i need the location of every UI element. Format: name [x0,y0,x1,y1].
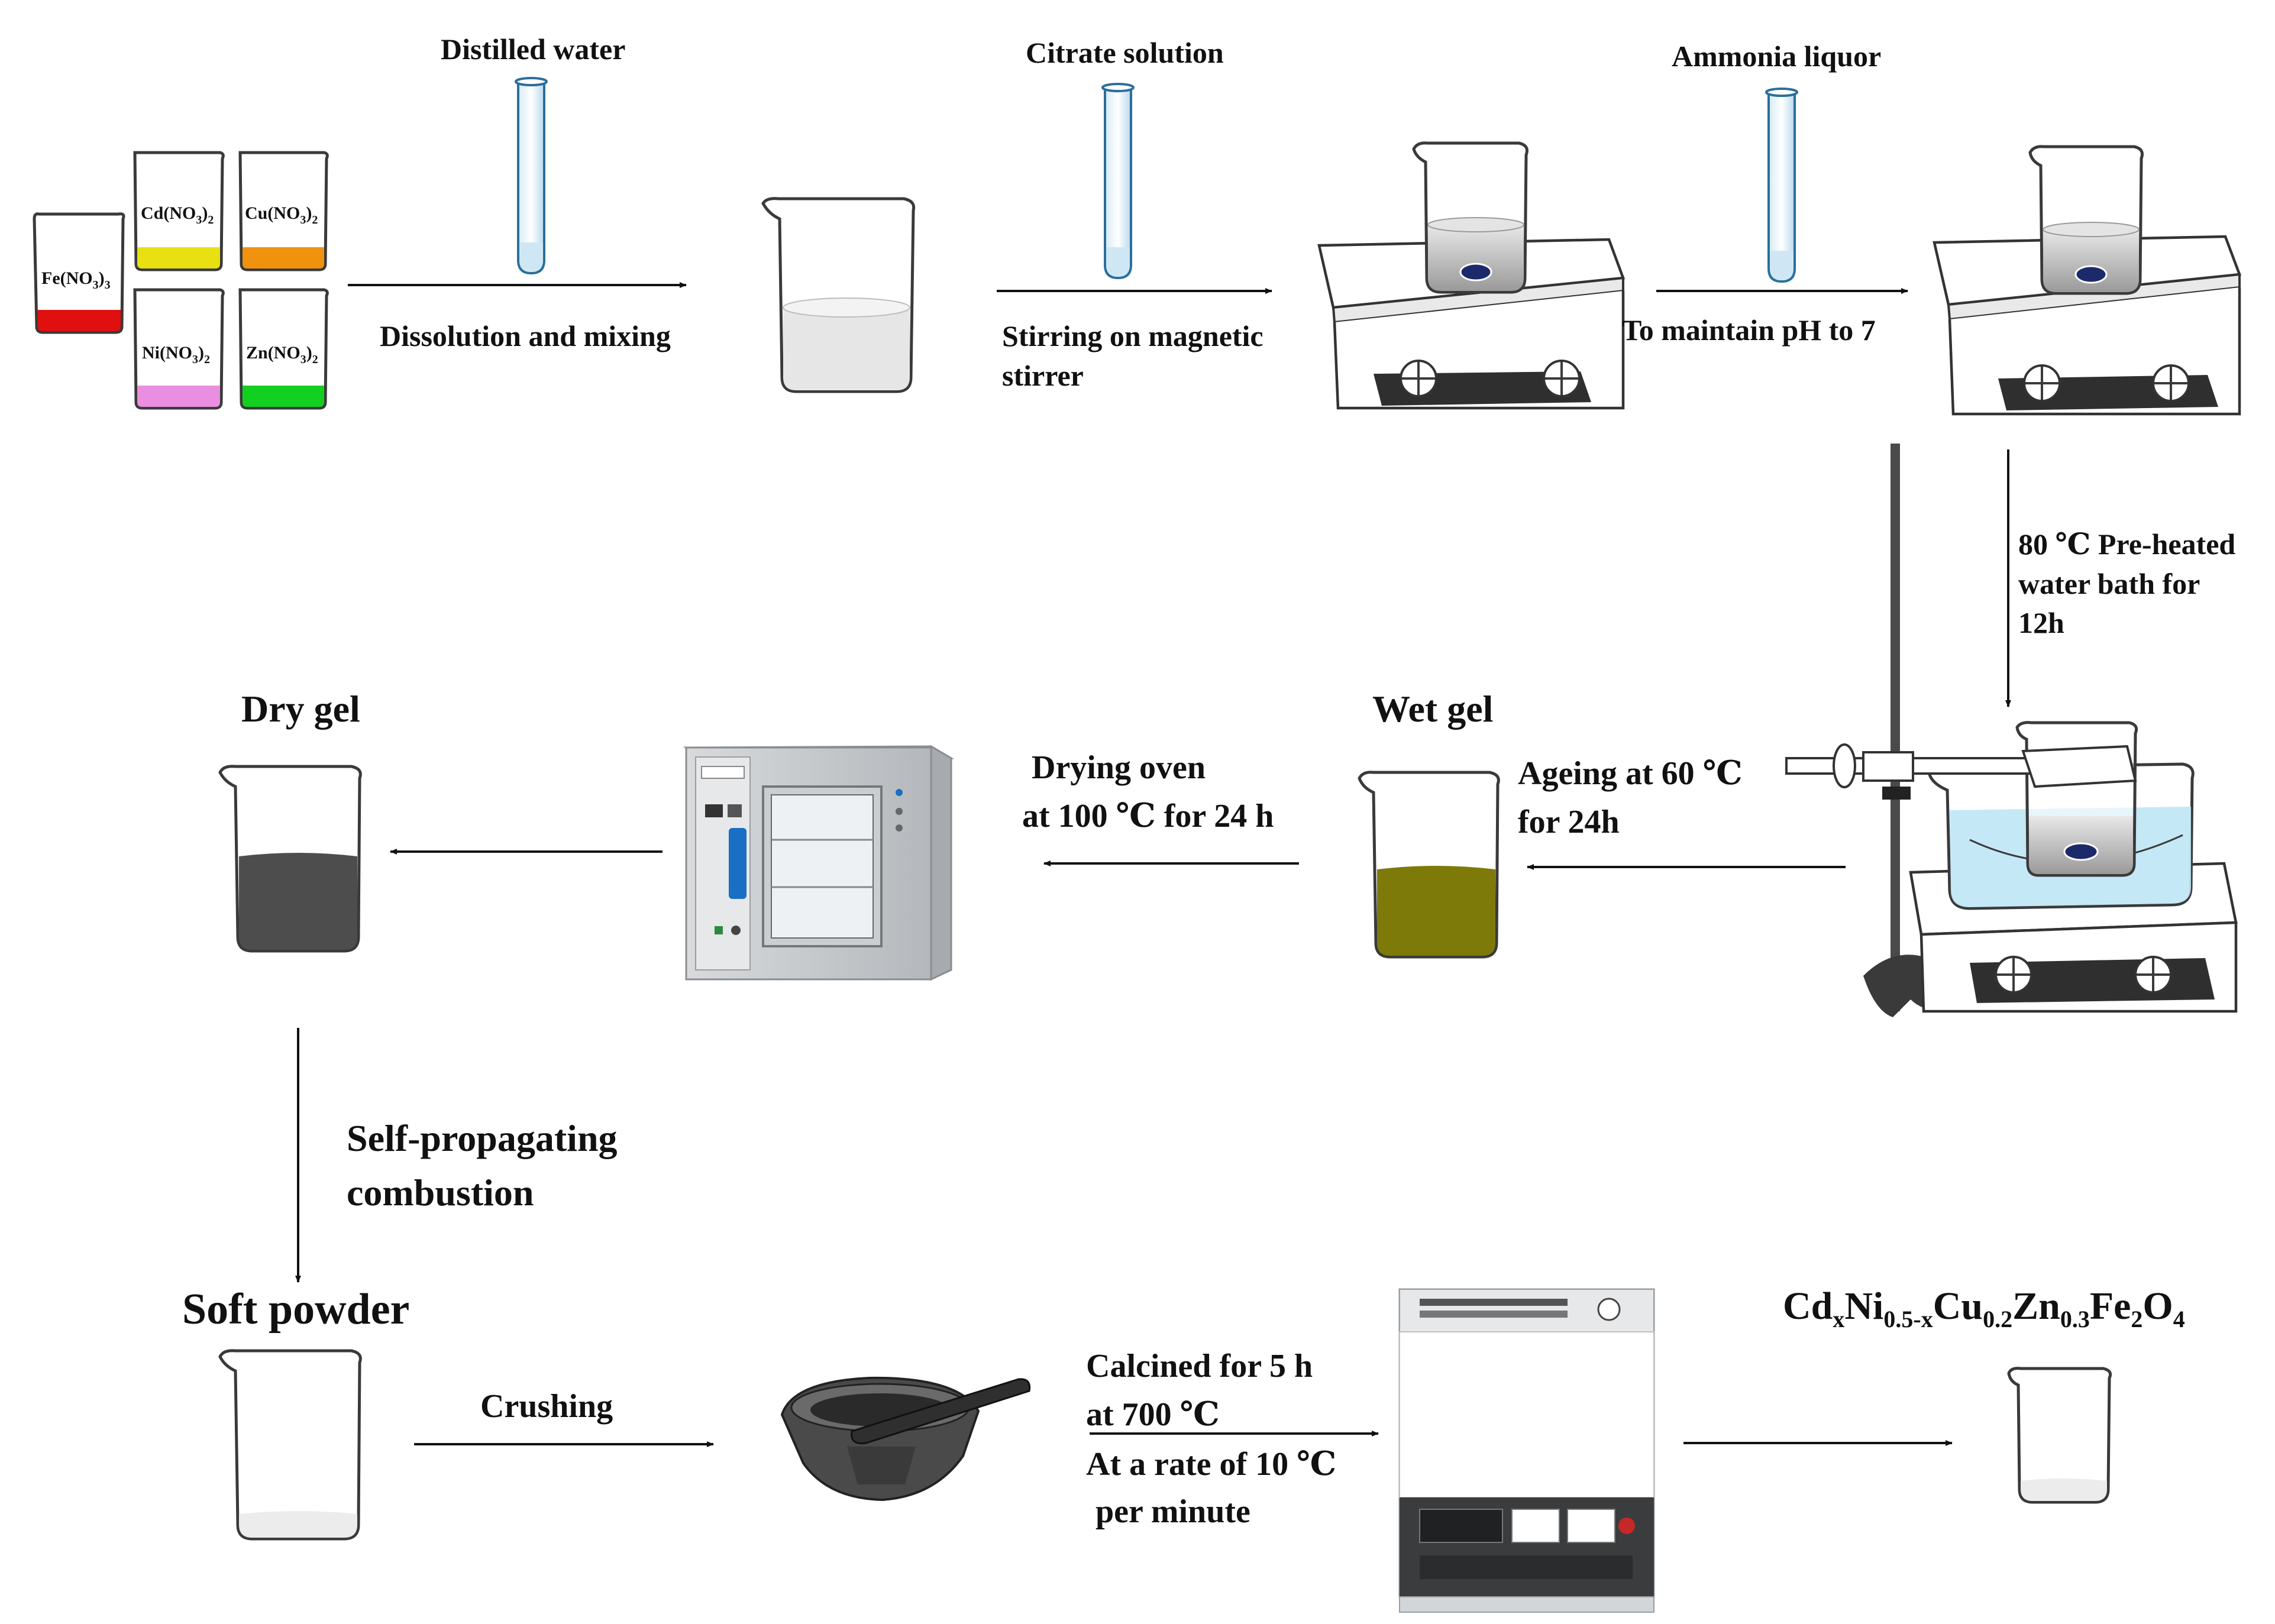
stir-bar [1459,263,1492,282]
ni-nitrate-fill [137,386,220,407]
label-combustion-line1: Self-propagating [347,1117,618,1159]
dry-gel-fill [239,853,357,950]
water-bath-apparatus [1785,444,2238,1017]
label-calcined-line1: Calcined for 5 h [1086,1348,1313,1384]
label-stirring-line1: Stirring on magnetic [1002,319,1263,352]
svg-text:Ni(NO3)2: Ni(NO3)2 [142,343,210,366]
reagent-beaker-zn: Zn(NO3)2 [238,288,329,410]
svg-text:Cd(NO3)2: Cd(NO3)2 [141,203,214,227]
drying-oven [683,745,955,981]
magnetic-stirrer-1 [1317,238,1626,410]
mortar-and-pestle [780,1376,1031,1502]
magnetic-stirrer-2 [1933,235,2242,416]
svg-text:Fe(NO3)3: Fe(NO3)3 [41,268,111,292]
label-calcined-line3: At a rate of 10 ℃ [1086,1446,1336,1483]
label-bath-line2: water bath for [2018,567,2200,600]
cd-nitrate-fill [137,247,220,268]
label-crushing: Crushing [480,1388,613,1425]
fe-nitrate-fill [38,310,121,331]
beaker-mixed-solution [761,197,916,393]
label-stirring-line2: stirrer [1002,359,1084,392]
svg-text:Zn(NO3)2: Zn(NO3)2 [246,343,318,366]
beaker-on-stirrer-1 [1412,141,1528,294]
label-ageing-line1: Ageing at 60 ℃ [1518,755,1743,792]
label-calcined-line4: per minute [1096,1493,1250,1530]
label-distilled-water: Distilled water [441,33,625,66]
beaker-wet-gel [1358,771,1500,959]
label-drying-line1: Drying oven [1032,749,1206,786]
zn-nitrate-fill [243,386,324,407]
label-wet-gel: Wet gel [1372,688,1493,730]
test-tube-citrate [1101,83,1135,280]
label-maintain-ph: To maintain pH to 7 [1622,313,1876,347]
label-bath-line1: 80 ℃ Pre-heated [2018,528,2235,561]
label-citrate-solution: Citrate solution [1026,36,1224,69]
label-dissolution-mixing: Dissolution and mixing [380,319,671,352]
label-dry-gel: Dry gel [241,688,360,730]
label-soft-powder: Soft powder [182,1285,409,1334]
label-bath-line3: 12h [2018,606,2064,639]
label-combustion-line2: combustion [347,1172,534,1214]
beaker-soft-powder [218,1349,362,1541]
muffle-furnace [1398,1288,1655,1613]
oven-handle [729,828,747,899]
cu-nitrate-fill [243,247,324,268]
test-tube-distilled-water [515,77,548,275]
beaker-on-stirrer-2 [2028,145,2144,295]
label-ageing-line2: for 24h [1518,804,1620,840]
beaker-product [2007,1367,2112,1504]
label-calcined-line2: at 700 ℃ [1086,1396,1220,1433]
reagent-beaker-ni: Ni(NO3)2 [133,288,225,410]
product-formula: CdxNi0.5-xCu0.2Zn0.3Fe2O4 [1783,1285,2185,1332]
reagent-beaker-fe: Fe(NO3)3 [33,212,125,334]
test-tube-ammonia [1765,88,1798,283]
beaker-dry-gel [218,765,362,953]
label-ammonia-liquor: Ammonia liquor [1672,40,1881,73]
reagent-beaker-cd: Cd(NO3)2 [133,151,225,271]
stir-bar-2 [2074,265,2108,284]
label-drying-line2: at 100 ℃ for 24 h [1022,798,1274,834]
wet-gel-fill [1377,866,1495,956]
reagent-beaker-cu: Cu(NO3)2 [238,151,329,271]
svg-text:Cu(NO3)2: Cu(NO3)2 [245,203,318,227]
